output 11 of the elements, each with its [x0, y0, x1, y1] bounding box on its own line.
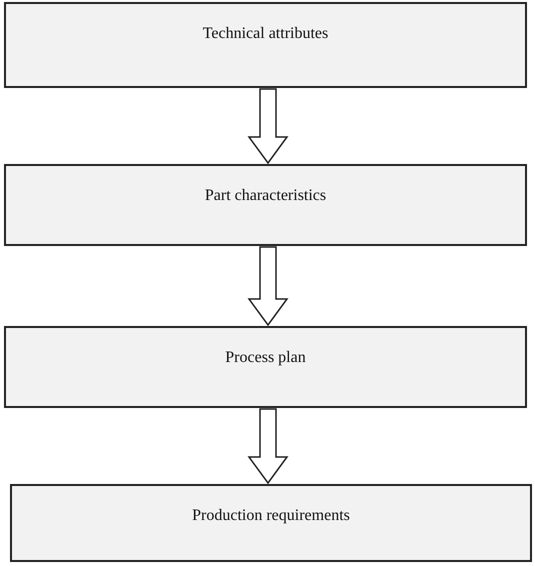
hollow-arrow: [248, 88, 288, 164]
hollow-arrow: [248, 246, 288, 326]
box-label: Part characteristics: [204, 186, 326, 206]
hollow-arrow: [248, 408, 288, 484]
box-label: Production requirements: [192, 506, 350, 526]
process-box: [4, 326, 527, 408]
process-box: [4, 2, 527, 88]
box-label: Technical attributes: [202, 24, 328, 44]
process-box: [4, 164, 527, 246]
process-box: [10, 484, 532, 562]
box-label: Process plan: [225, 348, 306, 368]
